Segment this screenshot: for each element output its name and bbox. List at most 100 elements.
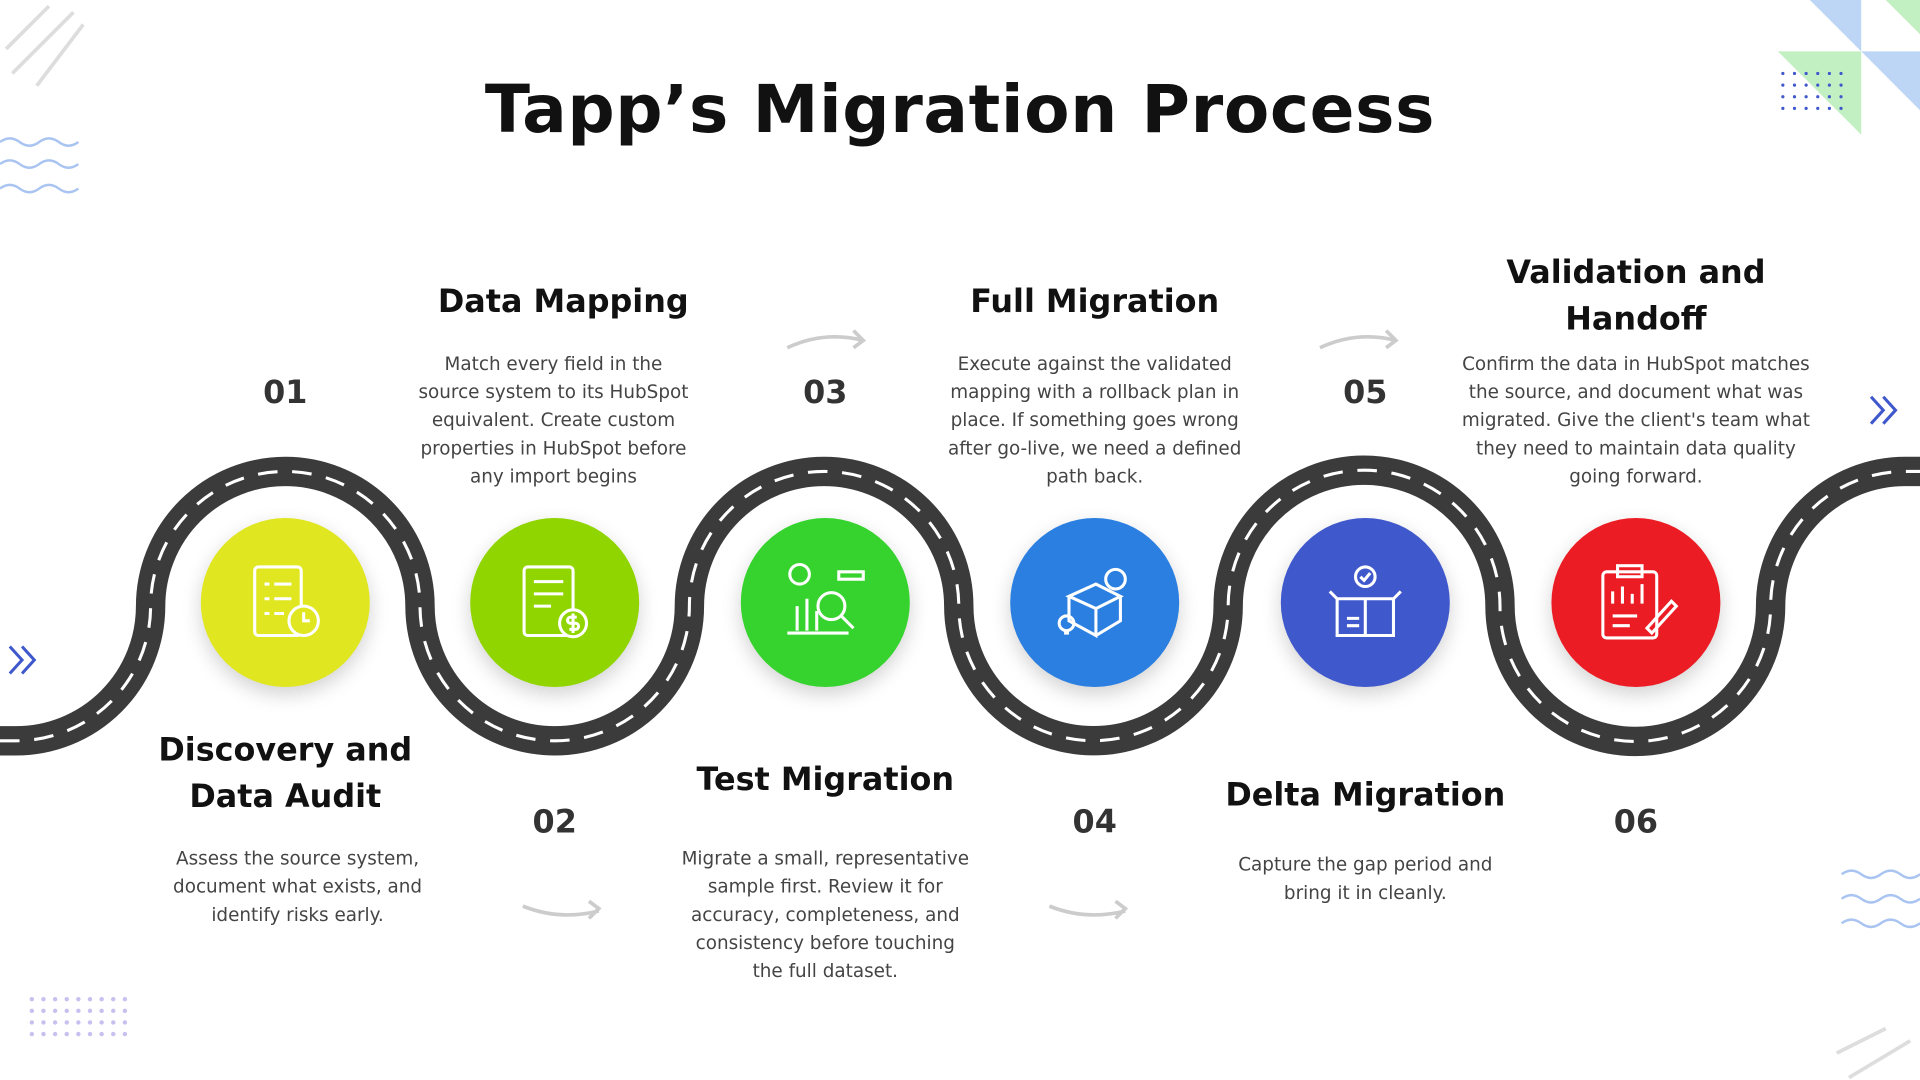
dot [29,1008,35,1014]
dot [29,1020,35,1025]
dot [122,1008,128,1014]
dot [1816,106,1820,110]
dot [52,1020,58,1025]
step-description: Migrate a small, representative sample f… [681,847,970,983]
step-description: Match every field in the source system t… [418,352,689,488]
box-gear-icon [1057,567,1127,639]
dot [99,1008,104,1014]
dot [87,1031,93,1037]
dot [87,1008,93,1014]
dot [41,1031,46,1037]
road-path [0,455,1920,757]
step-circle [1551,517,1721,687]
scribble-decoration [4,4,1912,1080]
step-description: Assess the source system, document what … [173,847,423,926]
dot [64,1008,69,1014]
checklist-clock-icon [253,565,320,638]
step-circle [740,517,910,687]
step-number: 05 [1343,374,1388,412]
dot [64,996,69,1002]
dot [122,996,128,1002]
dot [1781,83,1785,87]
step-number: 03 [803,374,848,412]
dot [41,1008,46,1014]
dot [52,1008,58,1014]
dot [41,1020,46,1025]
chevron-right-icon-right [1869,395,1898,425]
step-circle [470,517,640,687]
dot [87,1020,93,1025]
dot [1792,83,1797,87]
dot [1827,106,1831,110]
dot [1804,83,1808,87]
page-title: Tapp’s Migration Process [484,71,1436,149]
dot [64,1020,69,1025]
open-box-check-icon [1328,565,1402,638]
step-circle [1280,517,1450,687]
dot [64,1031,69,1037]
clipboard-chart-icon [1601,564,1679,640]
dot [99,1020,104,1025]
dot [1816,95,1820,99]
dot [1804,95,1808,99]
dot [1839,95,1843,99]
dot [76,1008,81,1014]
dot [1816,83,1820,87]
dot [111,1008,116,1014]
dot [1804,71,1808,76]
dot [76,1020,81,1025]
step-title: Validation and Handoff [1506,254,1766,338]
dot [76,1031,81,1037]
dot [1792,95,1797,99]
dot-grid-decoration-bottom [29,996,128,1037]
dot [1839,71,1843,76]
step-circle [1010,517,1180,687]
dot [76,996,81,1002]
dot [41,996,46,1002]
step-description: Capture the gap period and bring it in c… [1238,853,1493,904]
dot [122,1020,128,1025]
dot [1792,71,1797,76]
step-title: Test Migration [696,761,955,799]
chevron-right-icon-left [8,645,37,675]
arrow-decorations [522,329,1399,920]
dot [111,996,116,1002]
dot [1792,106,1797,110]
step-number: 02 [532,804,577,842]
dot [1804,106,1808,110]
dot [1781,71,1785,76]
step-circle [200,517,370,687]
dot [1816,71,1820,76]
step-description: Execute against the validated mapping wi… [948,352,1242,488]
dot [1827,71,1831,76]
chart-magnifier-icon [787,562,865,635]
step-description: Confirm the data in HubSpot matches the … [1461,352,1810,488]
dot [52,1031,58,1037]
step-number: 06 [1613,804,1659,842]
dot-grid-decoration [1781,71,1843,110]
step-number: 04 [1072,804,1117,842]
document-dollar-icon [522,565,589,639]
dot [99,996,104,1002]
dot [122,1031,128,1037]
dot [111,1020,116,1025]
step-title: Delta Migration [1225,777,1506,815]
step-title: Discovery and Data Audit [158,732,413,816]
dot [87,996,93,1002]
dot [111,1031,116,1037]
step-title: Data Mapping [437,284,689,321]
wave-decoration-left [0,137,80,194]
dot [99,1031,104,1037]
dot [52,996,58,1002]
dot [1839,83,1843,87]
step-title: Full Migration [970,284,1220,321]
step-number: 01 [263,374,308,412]
dot [1839,106,1843,110]
dot [29,996,35,1002]
dot [1781,95,1785,99]
dot [1827,83,1831,87]
dot [1781,106,1785,110]
dot [29,1031,35,1037]
